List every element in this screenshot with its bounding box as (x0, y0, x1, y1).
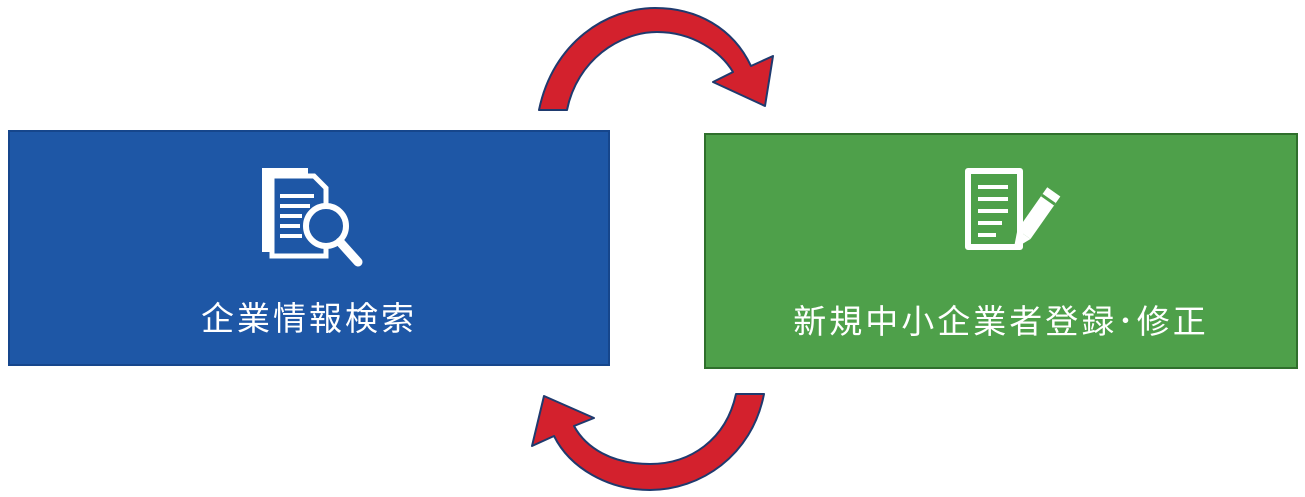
bottom-cycle-arrow-icon (531, 393, 765, 491)
top-cycle-arrow-icon (538, 7, 774, 111)
sme-register-panel[interactable]: 新規中小企業者登録･修正 (704, 133, 1298, 369)
document-edit-icon (965, 168, 1061, 250)
document-search-icon (262, 168, 363, 267)
company-search-label: 企業情報検索 (201, 299, 417, 338)
sme-register-label: 新規中小企業者登録･修正 (793, 302, 1209, 341)
company-search-panel[interactable]: 企業情報検索 (8, 130, 610, 366)
